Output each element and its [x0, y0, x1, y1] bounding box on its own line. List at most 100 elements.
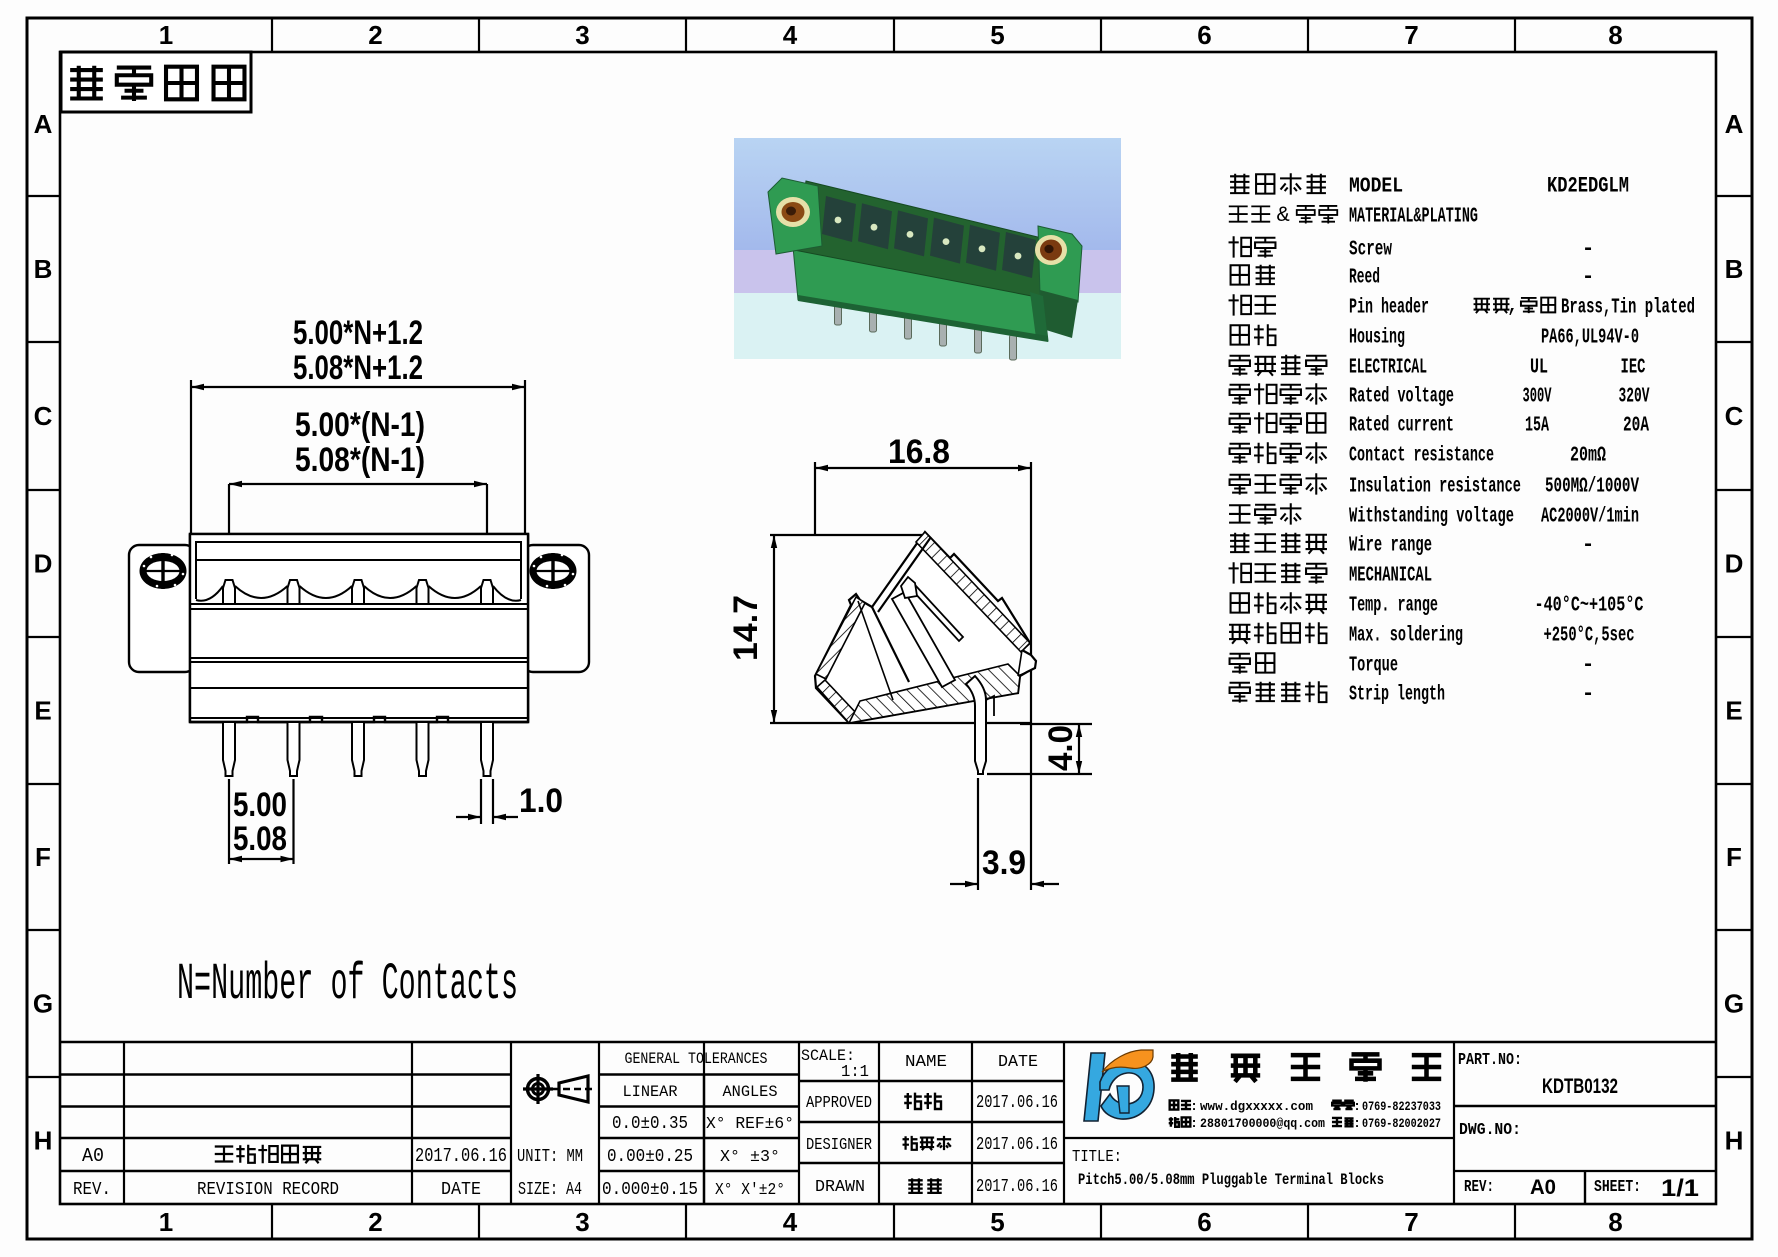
svg-text:2017.06.16: 2017.06.16	[976, 1177, 1058, 1197]
svg-text:MODEL: MODEL	[1349, 176, 1403, 199]
svg-text:Rated voltage: Rated voltage	[1349, 386, 1454, 409]
svg-text:B: B	[34, 254, 53, 284]
svg-text:16.8: 16.8	[888, 433, 950, 471]
svg-text:5.08*N+1.2: 5.08*N+1.2	[293, 349, 423, 387]
svg-text:LINEAR: LINEAR	[623, 1083, 678, 1101]
svg-text:5.00*(N-1): 5.00*(N-1)	[295, 406, 425, 444]
svg-text:5.08: 5.08	[233, 820, 287, 858]
svg-text:B: B	[1725, 254, 1744, 284]
svg-text:4: 4	[783, 1207, 798, 1237]
svg-text:7: 7	[1404, 20, 1418, 50]
svg-text:0.00±0.25: 0.00±0.25	[607, 1147, 693, 1167]
svg-text:X° REF±6°: X° REF±6°	[706, 1115, 794, 1134]
svg-text:8: 8	[1608, 20, 1622, 50]
svg-text:Housing: Housing	[1349, 327, 1405, 350]
svg-text:4: 4	[783, 20, 798, 50]
svg-text:A0: A0	[82, 1145, 104, 1167]
svg-text:5.08*(N-1): 5.08*(N-1)	[295, 441, 425, 479]
svg-text:C: C	[1725, 401, 1744, 431]
svg-text:Reed: Reed	[1349, 267, 1380, 290]
svg-text:X° ±3°: X° ±3°	[720, 1148, 780, 1167]
svg-text:5.00*N+1.2: 5.00*N+1.2	[293, 314, 423, 352]
svg-text:DRAWN: DRAWN	[815, 1178, 865, 1197]
svg-text:REVISION RECORD: REVISION RECORD	[197, 1180, 339, 1200]
svg-text:3: 3	[575, 20, 589, 50]
svg-text:15A: 15A	[1525, 415, 1549, 438]
svg-text:F: F	[1726, 842, 1742, 872]
svg-text:&: &	[1277, 203, 1290, 228]
svg-text:X° X'±2°: X° X'±2°	[715, 1181, 785, 1200]
svg-text:KDTB0132: KDTB0132	[1542, 1075, 1618, 1098]
svg-text:2017.06.16: 2017.06.16	[976, 1093, 1058, 1113]
svg-text:DATE: DATE	[441, 1180, 481, 1200]
svg-text:-: -	[1582, 267, 1595, 290]
svg-text:500MΩ/1000V: 500MΩ/1000V	[1545, 476, 1639, 499]
svg-text:REV:: REV:	[1464, 1178, 1494, 1197]
svg-text:20A: 20A	[1623, 415, 1649, 438]
svg-text:ELECTRICAL: ELECTRICAL	[1349, 357, 1427, 380]
svg-text:,: ,	[1507, 295, 1520, 318]
svg-text:DATE: DATE	[998, 1053, 1038, 1072]
svg-text:1:1: 1:1	[841, 1063, 869, 1082]
svg-text:H: H	[34, 1126, 53, 1156]
svg-text:+250°C,5sec: +250°C,5sec	[1544, 625, 1635, 648]
svg-text:Contact resistance: Contact resistance	[1349, 445, 1494, 468]
svg-text:Torque: Torque	[1349, 655, 1398, 678]
svg-text:KD2EDGLM: KD2EDGLM	[1547, 174, 1629, 199]
svg-text:3: 3	[575, 1207, 589, 1237]
svg-text:AC2000V/1min: AC2000V/1min	[1541, 506, 1639, 529]
svg-text:Max. soldering: Max. soldering	[1349, 625, 1463, 648]
svg-text:G: G	[1724, 989, 1744, 1019]
svg-text:IEC: IEC	[1621, 357, 1646, 380]
svg-text:REV.: REV.	[73, 1180, 111, 1200]
svg-text:MECHANICAL: MECHANICAL	[1349, 565, 1432, 588]
svg-text:A: A	[1725, 109, 1744, 139]
svg-text:G: G	[33, 989, 53, 1019]
svg-text:DESIGNER: DESIGNER	[806, 1136, 872, 1155]
svg-text::: :	[1190, 1116, 1198, 1131]
svg-text:D: D	[1725, 549, 1744, 579]
svg-text:A: A	[34, 109, 53, 139]
svg-text:UNIT: MM: UNIT: MM	[517, 1147, 583, 1167]
svg-text:320V: 320V	[1619, 386, 1650, 409]
svg-text:300V: 300V	[1523, 386, 1552, 409]
svg-text:www.dgxxxxx.com: www.dgxxxxx.com	[1200, 1099, 1313, 1114]
svg-text:5: 5	[990, 1207, 1004, 1237]
svg-text:H: H	[1725, 1126, 1744, 1156]
svg-text:Brass,Tin plated: Brass,Tin plated	[1561, 297, 1695, 320]
svg-text:TITLE:: TITLE:	[1072, 1148, 1122, 1167]
svg-text:C: C	[34, 401, 53, 431]
svg-text:APPROVED: APPROVED	[806, 1094, 872, 1113]
svg-text:-: -	[1582, 655, 1595, 678]
svg-text:Temp. range: Temp. range	[1349, 595, 1438, 618]
svg-text:1: 1	[159, 20, 173, 50]
svg-text::: :	[1353, 1116, 1361, 1131]
svg-text:-: -	[1582, 535, 1595, 558]
svg-text:DWG.NO:: DWG.NO:	[1459, 1121, 1521, 1140]
svg-text:0769-82002027: 0769-82002027	[1362, 1116, 1441, 1131]
svg-text:D: D	[34, 549, 53, 579]
svg-text:A0: A0	[1530, 1176, 1556, 1199]
svg-text:E: E	[34, 696, 51, 726]
svg-text:Pin header: Pin header	[1349, 297, 1429, 320]
svg-text:2: 2	[368, 1207, 382, 1237]
svg-text:MATERIAL&PLATING: MATERIAL&PLATING	[1349, 206, 1478, 229]
svg-text:Pitch5.00/5.08mm Pluggable Ter: Pitch5.00/5.08mm Pluggable Terminal Bloc…	[1078, 1171, 1384, 1189]
svg-text:6: 6	[1197, 20, 1211, 50]
svg-text:PART.NO:: PART.NO:	[1458, 1051, 1522, 1070]
svg-text:-: -	[1582, 239, 1595, 262]
svg-text:NAME: NAME	[905, 1053, 947, 1072]
svg-text:4.0: 4.0	[1042, 725, 1080, 771]
svg-text:GENERAL TOLERANCES: GENERAL TOLERANCES	[625, 1050, 768, 1068]
svg-text:Insulation resistance: Insulation resistance	[1349, 476, 1521, 499]
svg-text:5.00: 5.00	[233, 786, 287, 824]
svg-text:SCALE:: SCALE:	[801, 1047, 855, 1065]
svg-text:N=Number of Contacts: N=Number of Contacts	[177, 955, 518, 1014]
svg-text:5: 5	[990, 20, 1004, 50]
svg-text:SHEET:: SHEET:	[1594, 1178, 1641, 1197]
svg-text:28801700000@qq.com: 28801700000@qq.com	[1200, 1116, 1325, 1131]
svg-text:20mΩ: 20mΩ	[1570, 445, 1606, 468]
svg-text:1: 1	[159, 1207, 173, 1237]
svg-text:2017.06.16: 2017.06.16	[415, 1145, 507, 1167]
svg-text:0.0±0.35: 0.0±0.35	[612, 1114, 688, 1134]
